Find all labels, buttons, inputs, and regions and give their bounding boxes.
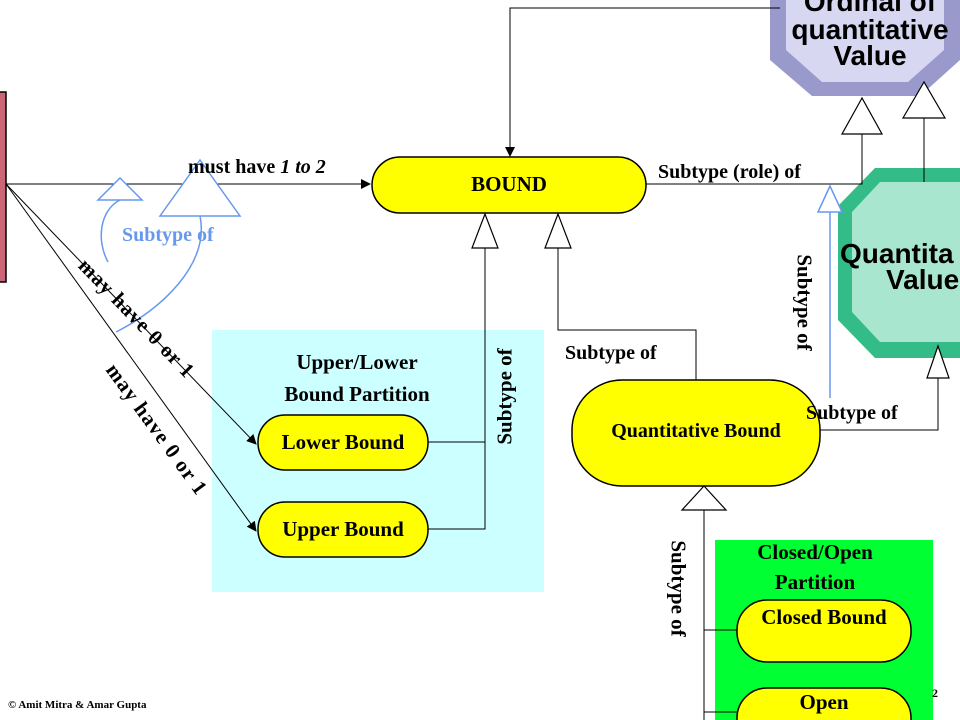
open-label: Open <box>799 690 849 714</box>
ordinal-label-line1: Ordinal of <box>803 0 937 17</box>
qb-subtype-line <box>557 248 697 380</box>
subtype-role-of-label: Subtype (role) of <box>658 161 801 183</box>
quantitative-label-line1: Quantita <box>840 238 954 269</box>
upper-bound-label: Upper Bound <box>282 517 404 541</box>
blue-arc-2 <box>115 215 203 333</box>
qb-subtype-triangle <box>680 485 728 511</box>
partition-subtype-line <box>428 248 486 530</box>
bound-subtype-triangle-2 <box>544 212 572 249</box>
left-entity-box <box>0 91 7 283</box>
subtype-of-vertical-partition-label: Subtype of <box>492 348 517 445</box>
subtype-of-right-vertical-label: Subtype of <box>792 254 817 351</box>
ordinal-subtype-triangle-1 <box>840 96 884 135</box>
upper-lower-partition-label-1: Upper/Lower <box>296 350 418 374</box>
closed-open-subtype-line <box>703 510 737 720</box>
must-have-range: 1 to 2 <box>280 156 326 178</box>
closed-bound-label: Closed Bound <box>761 605 887 629</box>
blue-triangle-left <box>96 176 144 201</box>
ordinal-label-line2: quantitative <box>791 14 949 45</box>
must-have-prefix: must have <box>188 156 276 178</box>
quantitative-octagon <box>838 168 960 358</box>
quant-subtype-triangle <box>926 344 950 379</box>
ordinal-subtype-triangle-2 <box>901 80 947 119</box>
bound-node-shape <box>371 156 647 214</box>
lower-bound-label: Lower Bound <box>281 430 405 454</box>
role-subtype-line <box>646 134 863 185</box>
must-have-label: must have 1 to 2 <box>188 156 326 179</box>
may-have-lower-arrow <box>5 183 257 445</box>
bound-subtype-triangle-1 <box>471 212 499 249</box>
subtype-of-blue-label: Subtype of <box>122 224 214 246</box>
page-number: 2 <box>932 686 938 700</box>
qb-to-quant-line <box>820 378 939 431</box>
subtype-of-qb-right-label: Subtype of <box>806 402 898 424</box>
ordinal-label-line3: Value <box>833 40 907 71</box>
subtype-of-qb-label: Subtype of <box>565 342 657 364</box>
ordinal-octagon <box>770 0 960 96</box>
may-have-upper-arrow <box>5 183 257 532</box>
top-loop-line <box>505 7 780 157</box>
closed-open-partition-label-2: Partition <box>774 570 856 594</box>
quantitative-label-line2: Value <box>886 264 960 295</box>
blue-subtype-triangle <box>816 184 844 213</box>
open-node-shape <box>736 687 912 720</box>
upper-lower-partition-label-2: Bound Partition <box>284 382 430 406</box>
closed-open-partition-label-1: Closed/Open <box>757 540 873 564</box>
subtype-of-closed-vertical-label: Subtype of <box>666 540 691 637</box>
bound-node-label: BOUND <box>471 172 547 196</box>
quantitative-bound-label: Quantitative Bound <box>611 420 781 442</box>
blue-arc-1 <box>100 199 121 263</box>
closed-bound-node-shape <box>736 599 912 663</box>
copyright-credit: © Amit Mitra & Amar Gupta <box>8 699 147 711</box>
